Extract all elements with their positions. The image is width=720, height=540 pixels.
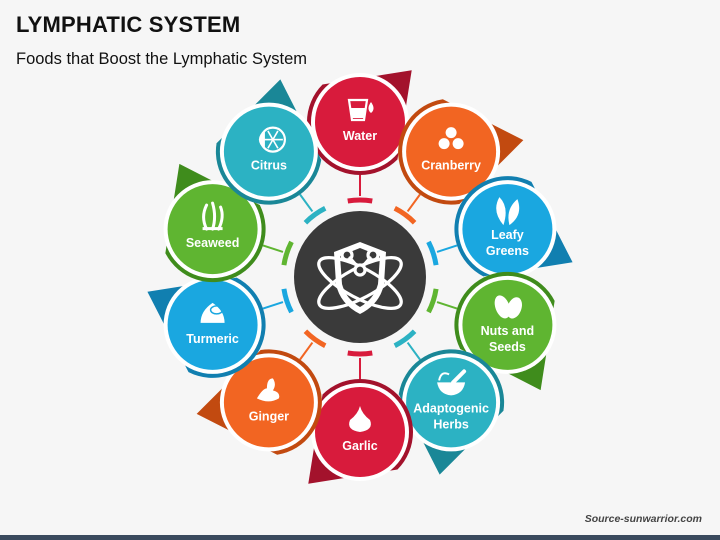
node-circle bbox=[223, 357, 314, 448]
node-label-nuts: Nuts and bbox=[481, 324, 534, 338]
source-credit: Source-sunwarrior.com bbox=[584, 513, 702, 525]
node-label-seaweed: Seaweed bbox=[186, 236, 240, 250]
food-node-garlic: Garlic bbox=[308, 378, 414, 484]
node-label-adaptogenic: Herbs bbox=[433, 417, 468, 431]
connector-lines bbox=[262, 175, 458, 379]
connector-line bbox=[262, 244, 284, 253]
connector-line bbox=[299, 341, 314, 361]
connector-line bbox=[436, 244, 458, 253]
page-title: LYMPHATIC SYSTEM bbox=[16, 12, 241, 37]
connector-line bbox=[406, 193, 421, 213]
ring-segment bbox=[303, 329, 327, 348]
food-node-ginger: Ginger bbox=[196, 349, 322, 455]
node-circle bbox=[406, 357, 497, 448]
ring-segment bbox=[393, 329, 417, 348]
central-hub bbox=[294, 211, 426, 343]
citrus-icon bbox=[258, 126, 286, 153]
node-circle bbox=[462, 279, 553, 370]
node-label-garlic: Garlic bbox=[342, 439, 377, 453]
ring-segment bbox=[303, 206, 327, 225]
node-label-cranberry: Cranberry bbox=[421, 159, 481, 173]
ginger-icon bbox=[256, 378, 280, 402]
ring-segment bbox=[347, 350, 373, 357]
node-circle bbox=[462, 184, 553, 275]
ring-segment bbox=[281, 240, 294, 266]
ring-segment bbox=[281, 288, 294, 314]
node-label-adaptogenic: Adaptogenic bbox=[413, 401, 489, 415]
node-label-water: Water bbox=[343, 129, 377, 143]
node-circle bbox=[406, 106, 497, 197]
node-label-nuts: Seeds bbox=[489, 340, 526, 354]
connector-line bbox=[406, 341, 421, 361]
seaweed-icon bbox=[202, 201, 224, 231]
node-label-leafy: Leafy bbox=[491, 228, 524, 242]
page-subtitle: Foods that Boost the Lymphatic System bbox=[16, 50, 308, 68]
ring-segment bbox=[426, 240, 439, 266]
shield-molecule-icon bbox=[317, 242, 403, 314]
bottom-bar bbox=[0, 535, 720, 540]
connector-line bbox=[299, 193, 314, 213]
node-circle bbox=[315, 77, 405, 167]
food-node-water: Water bbox=[306, 70, 412, 176]
node-label-ginger: Ginger bbox=[249, 409, 289, 423]
food-node-cranberry: Cranberry bbox=[398, 99, 524, 205]
ring-segment bbox=[426, 288, 439, 314]
hub-ring-segments bbox=[281, 197, 439, 357]
food-node-citrus: Citrus bbox=[215, 79, 322, 205]
nut-icon bbox=[494, 295, 522, 319]
garlic-icon bbox=[349, 406, 371, 432]
connector-line bbox=[262, 301, 284, 310]
node-label-citrus: Citrus bbox=[251, 159, 287, 173]
mortar-pestle-icon bbox=[437, 369, 467, 396]
cranberry-icon bbox=[438, 127, 464, 150]
ring-segment bbox=[393, 206, 417, 225]
turmeric-icon bbox=[200, 302, 225, 323]
drink-glass-icon bbox=[347, 98, 374, 122]
node-circle bbox=[167, 279, 258, 370]
node-label-turmeric: Turmeric bbox=[186, 332, 239, 346]
food-node-seaweed: Seaweed bbox=[163, 163, 266, 283]
ring-segment bbox=[347, 197, 373, 204]
connector-line bbox=[436, 301, 458, 310]
food-node-turmeric: Turmeric bbox=[147, 275, 266, 378]
leaf-icon bbox=[496, 197, 520, 226]
node-label-leafy: Greens bbox=[486, 244, 529, 258]
